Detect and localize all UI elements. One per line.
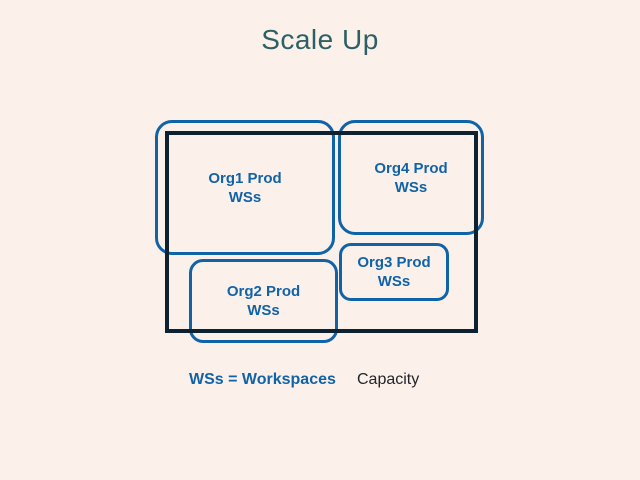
org4-prod-workspaces-box: Org4 Prod WSs [338,120,484,235]
org-label-line1: Org1 Prod [208,169,282,187]
workspaces-abbreviation-legend: WSs = Workspaces [189,371,336,388]
org4-prod-workspaces-label: Org4 Prod WSs [374,159,447,197]
org3-prod-workspaces-label: Org3 Prod WSs [357,253,430,291]
org-label-line1: Org4 Prod [374,159,448,177]
capacity-label: Capacity [357,371,420,388]
org2-prod-workspaces-box: Org2 Prod WSs [189,259,338,343]
org3-prod-workspaces-box: Org3 Prod WSs [339,243,449,301]
org2-prod-workspaces-label: Org2 Prod WSs [227,282,300,320]
org-label-line1: Org3 Prod [357,254,431,271]
org1-prod-workspaces-box: Org1 Prod WSs [155,120,335,255]
org1-prod-workspaces-label: Org1 Prod WSs [208,169,281,207]
org-label-line2: WSs [228,188,262,206]
slide-title: Scale Up [261,24,379,55]
org-label-line2: WSs [394,178,428,196]
org-label-line1: Org2 Prod [226,283,301,300]
org-label-line2: WSs [377,273,411,290]
org-label-line2: WSs [247,302,280,319]
